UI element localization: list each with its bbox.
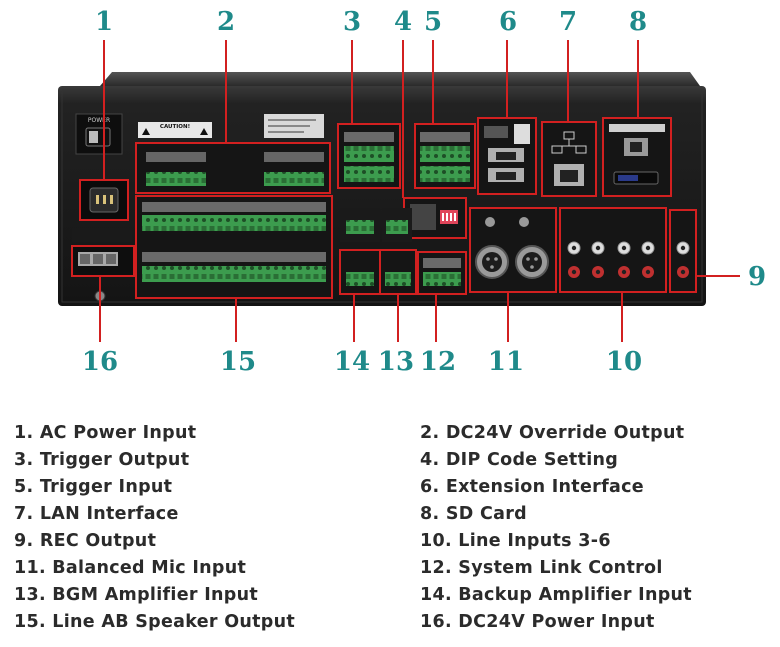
legend: 1. AC Power Input 3. Trigger Output 5. T… [0,420,780,640]
callout-leader-lines [99,40,740,342]
legend-item: 16. DC24V Power Input [420,612,655,632]
sd-card-slot [602,117,672,197]
callout-numbers: 1 2 3 4 5 6 7 8 9 10 11 12 13 14 15 16 [82,7,766,377]
legend-item: 12. System Link Control [420,558,663,578]
line-inputs [559,207,667,293]
rec-output [669,209,697,293]
legend-item: 13. BGM Amplifier Input [14,585,259,605]
balanced-mic-input [469,207,557,293]
callout-12: 12 [420,347,456,377]
power-section: POWER [71,113,135,302]
legend-item: 1. AC Power Input [14,423,197,443]
callout-1: 1 [95,7,113,37]
callout-5: 5 [424,7,442,37]
callout-13: 13 [378,347,414,377]
legend-item: 15. Line AB Speaker Output [14,612,296,632]
legend-item: 7. LAN Interface [14,504,179,524]
power-switch-label: POWER [88,117,110,124]
trigger-input [414,123,476,189]
rear-panel-diagram: POWER CAUTION! [58,7,766,377]
legend-left-column: 1. AC Power Input 3. Trigger Output 5. T… [14,420,394,636]
system-link-control [417,251,467,295]
bgm-amplifier-input [379,208,417,295]
dip-switch[interactable] [440,210,458,224]
legend-item: 5. Trigger Input [14,477,173,497]
callout-2: 2 [217,7,235,37]
trigger-output [337,123,401,189]
callout-10: 10 [606,347,642,377]
backup-amplifier-input [339,208,381,295]
legend-item: 11. Balanced Mic Input [14,558,247,578]
legend-item: 8. SD Card [420,504,527,524]
callout-11: 11 [488,347,524,377]
legend-item: 6. Extension Interface [420,477,644,497]
legend-item: 10. Line Inputs 3-6 [420,531,611,551]
callout-6: 6 [499,7,517,37]
legend-item: 3. Trigger Output [14,450,190,470]
legend-right-column: 2. DC24V Override Output 4. DIP Code Set… [420,420,780,636]
callout-7: 7 [559,7,577,37]
callout-4: 4 [394,7,412,37]
callout-16: 16 [82,347,118,377]
callout-3: 3 [343,7,361,37]
extension-interface [477,117,537,195]
svg-text:CAUTION!: CAUTION! [160,124,190,130]
caution-label: CAUTION! [138,114,324,138]
callout-15: 15 [220,347,256,377]
line-ab-speaker-output [135,195,333,299]
legend-item: 4. DIP Code Setting [420,450,619,470]
legend-item: 9. REC Output [14,531,157,551]
dip-code-setting [403,197,467,239]
callout-8: 8 [629,7,647,37]
legend-item: 2. DC24V Override Output [420,423,685,443]
dc24v-override-output [135,142,331,194]
legend-item: 14. Backup Amplifier Input [420,585,692,605]
lan-interface [541,121,597,197]
callout-9: 9 [748,262,766,292]
callout-14: 14 [334,347,370,377]
